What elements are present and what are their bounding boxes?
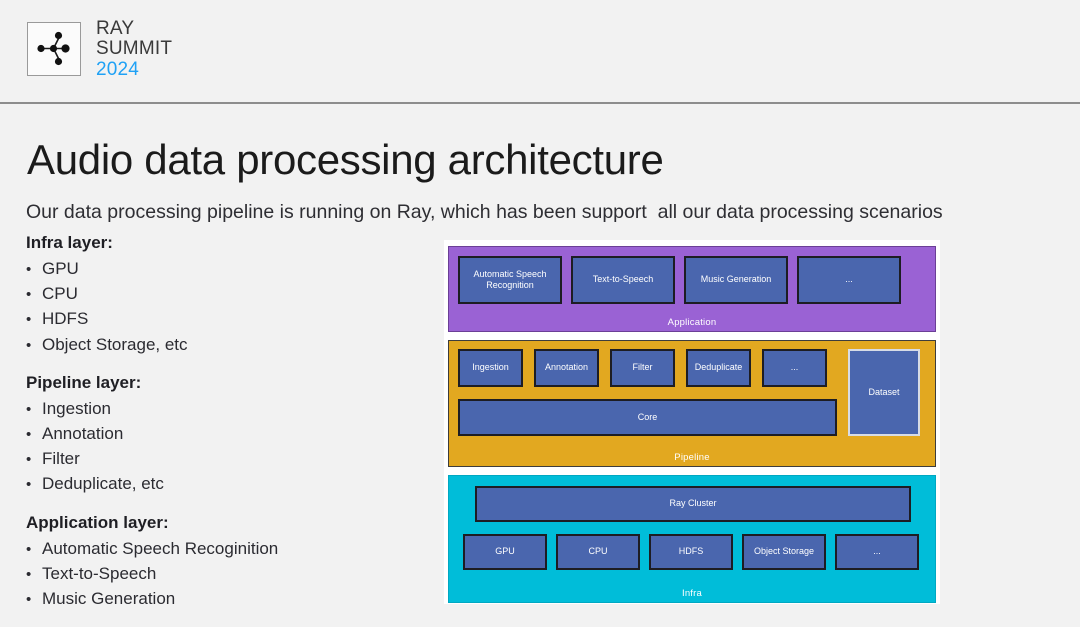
diagram-layer-application: Automatic Speech Recognition Text-to-Spe… <box>448 246 936 332</box>
bullet-dot-icon: • <box>26 425 32 443</box>
ray-summit-node-graph-logo <box>27 22 81 76</box>
bullet-dot-icon: • <box>26 311 32 329</box>
list-item: • HDFS <box>26 306 426 331</box>
list-item: • Music Generation <box>26 586 426 611</box>
bullet-group-pipeline: Pipeline layer: • Ingestion • Annotation… <box>26 373 426 497</box>
diagram-node-more: ... <box>835 534 919 570</box>
list-item: • Deduplicate, etc <box>26 471 426 496</box>
diagram-node-more: ... <box>762 349 827 387</box>
logo-line-ray: RAY <box>96 18 135 39</box>
list-item: • CPU <box>26 281 426 306</box>
bullet-group-heading: Pipeline layer: <box>26 372 142 392</box>
pipeline-node-row: Ingestion Annotation Filter Deduplicate … <box>458 349 827 387</box>
page-subtitle: Our data processing pipeline is running … <box>26 201 943 223</box>
list-item-label: Filter <box>42 449 80 469</box>
logo-wordmark: RAY SUMMIT 2024 <box>96 18 173 80</box>
bullet-group-heading: Infra layer: <box>26 233 113 252</box>
bullet-group-heading: Application layer: <box>26 512 169 532</box>
bullet-dot-icon: • <box>26 476 32 494</box>
list-item: • Automatic Speech Recoginition <box>26 536 426 561</box>
diagram-node-asr: Automatic Speech Recognition <box>458 256 562 304</box>
bullet-dot-icon: • <box>26 400 32 418</box>
bullet-list: Infra layer: • GPU • CPU • HDFS • Object… <box>26 233 426 627</box>
layer-label-application: Application <box>667 317 717 328</box>
bullet-dot-icon: • <box>26 286 32 304</box>
diagram-node-filter: Filter <box>610 349 675 387</box>
bullet-dot-icon: • <box>26 261 32 278</box>
diagram-node-hdfs: HDFS <box>649 534 733 570</box>
application-node-row: Automatic Speech Recognition Text-to-Spe… <box>458 256 901 304</box>
diagram-node-dataset: Dataset <box>848 349 920 436</box>
list-item: • Text-to-Speech <box>26 561 426 586</box>
diagram-layer-infra: Ray Cluster GPU CPU HDFS Object Storage … <box>448 475 936 603</box>
list-item-label: CPU <box>42 284 78 304</box>
diagram-node-cpu: CPU <box>556 534 640 570</box>
diagram-node-object-storage: Object Storage <box>742 534 826 570</box>
diagram-node-ingestion: Ingestion <box>458 349 523 387</box>
bullet-dot-icon: • <box>26 336 32 354</box>
list-item: • Ingestion <box>26 396 426 421</box>
list-item-label: Annotation <box>42 423 124 443</box>
diagram-node-gpu: GPU <box>463 534 547 570</box>
list-item: • Annotation <box>26 421 426 446</box>
logo-line-summit: SUMMIT <box>96 38 173 60</box>
list-item-label: Music Generation <box>42 588 176 608</box>
diagram-node-tts: Text-to-Speech <box>571 256 675 304</box>
bullet-dot-icon: • <box>26 565 32 583</box>
list-item-label: HDFS <box>42 309 89 329</box>
list-item-label: GPU <box>42 259 79 278</box>
diagram-node-annotation: Annotation <box>534 349 599 387</box>
layer-label-pipeline: Pipeline <box>674 452 710 463</box>
list-item-label: Deduplicate, etc <box>42 474 164 494</box>
list-item-label: Ingestion <box>42 398 111 418</box>
logo-year: 2024 <box>96 58 140 80</box>
page-header: RAY SUMMIT 2024 <box>0 0 1080 104</box>
list-item-label: Text-to-Speech <box>42 563 157 583</box>
list-item: • Object Storage, etc <box>26 332 426 357</box>
bullet-group-infra: Infra layer: • GPU • CPU • HDFS • Object… <box>26 233 426 357</box>
diagram-node-more: ... <box>797 256 901 304</box>
diagram-node-music-generation: Music Generation <box>684 256 788 304</box>
diagram-node-ray-cluster: Ray Cluster <box>475 486 911 522</box>
diagram-layer-pipeline: Ingestion Annotation Filter Deduplicate … <box>448 340 936 467</box>
list-item-label: Automatic Speech Recoginition <box>42 538 279 558</box>
architecture-diagram: Automatic Speech Recognition Text-to-Spe… <box>444 240 940 604</box>
layer-label-infra: Infra <box>681 588 702 599</box>
page-title: Audio data processing architecture <box>27 136 664 183</box>
bullet-dot-icon: • <box>26 451 32 469</box>
bullet-dot-icon: • <box>26 540 32 558</box>
infra-node-row: GPU CPU HDFS Object Storage ... <box>463 534 919 570</box>
bullet-dot-icon: • <box>26 590 32 608</box>
diagram-node-deduplicate: Deduplicate <box>686 349 751 387</box>
list-item: • Filter <box>26 446 426 471</box>
bullet-group-application: Application layer: • Automatic Speech Re… <box>26 513 426 612</box>
ray-summit-logo: RAY SUMMIT 2024 <box>27 18 173 80</box>
list-item-label: Object Storage, etc <box>42 334 188 354</box>
list-item: • GPU <box>26 256 426 281</box>
diagram-node-core: Core <box>458 399 837 436</box>
